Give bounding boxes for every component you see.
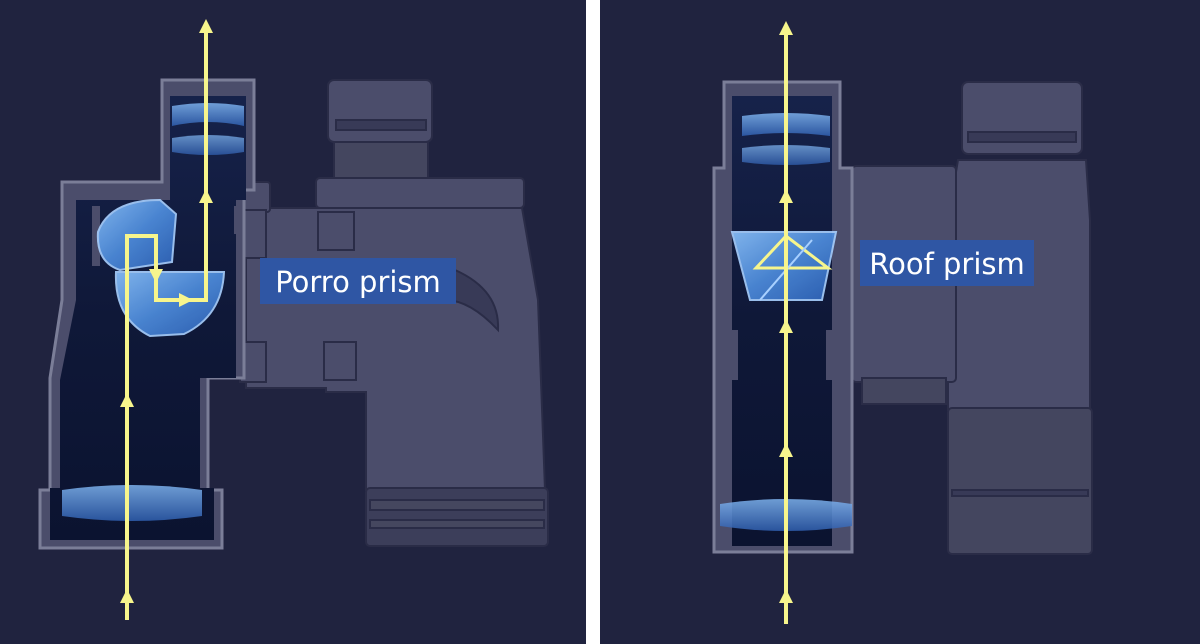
porro-prism-label: Porro prism xyxy=(275,265,441,299)
roof-far-barrel xyxy=(947,81,1093,555)
porro-far-barrel xyxy=(245,79,549,547)
roof-label-background xyxy=(860,240,1034,286)
porro-label-background xyxy=(260,258,456,304)
porro-light-path xyxy=(120,19,213,620)
roof-binocular: Roof prism xyxy=(712,21,1093,624)
roof-prism-label: Roof prism xyxy=(869,247,1025,281)
panel-divider xyxy=(586,0,600,644)
porro-objective-lens xyxy=(62,485,202,521)
porro-binocular: Porro prism xyxy=(38,19,549,620)
